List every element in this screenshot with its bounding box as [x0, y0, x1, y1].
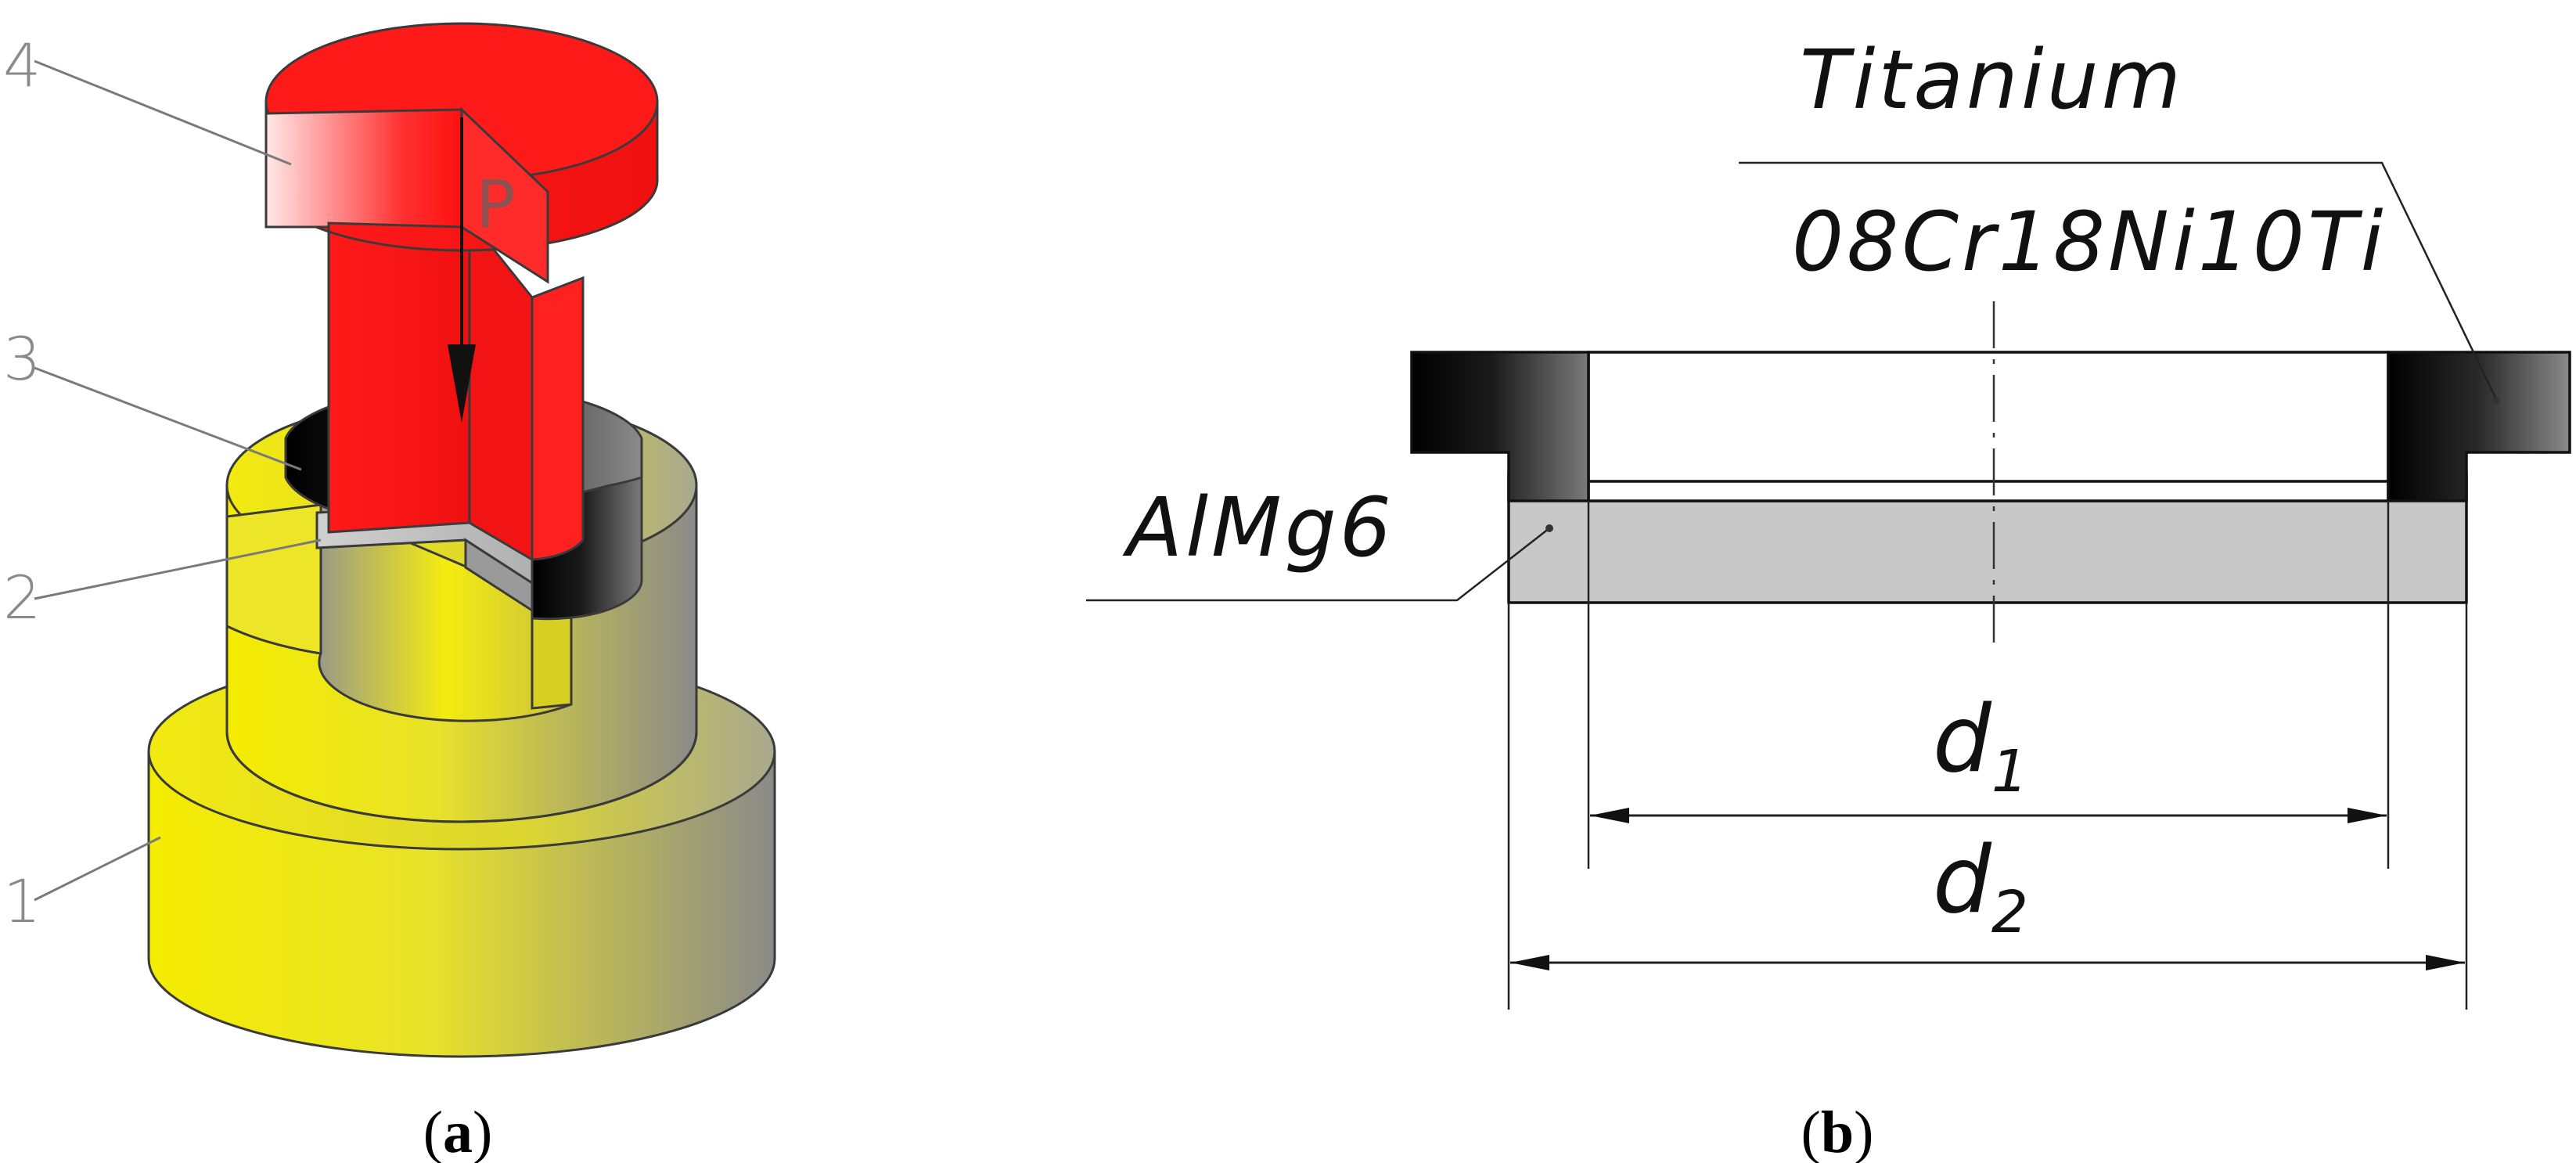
- callout-number-3: 3: [3, 324, 41, 394]
- titanium-ring-right: [2387, 351, 2571, 502]
- callout-3: 3: [3, 324, 302, 471]
- callout-2: 2: [3, 538, 322, 632]
- die-cutaway: [225, 502, 573, 722]
- label-08cr18ni10ti: 08Cr18Ni10Ti: [1792, 194, 2387, 290]
- callout-4: 4: [3, 31, 292, 166]
- dimension-d2: d2: [1510, 826, 2465, 970]
- panel-b-section-drawing: d1 d2 Titanium 08Cr18Ni10Ti AlMg6 (b): [1086, 32, 2571, 1163]
- callout-number-2: 2: [3, 563, 41, 632]
- punch: [264, 22, 659, 562]
- titanium-ring-left: [1410, 351, 1590, 502]
- leader-almg6-dot: [1545, 524, 1553, 532]
- dimension-label-d2: d2: [1933, 826, 2028, 946]
- label-titanium: Titanium: [1800, 32, 2184, 128]
- callout-number-1: 1: [3, 866, 41, 936]
- leader-titanium: [1739, 161, 2498, 400]
- callout-1: 1: [3, 836, 161, 936]
- force-arrow-head: [448, 344, 476, 423]
- label-almg6: AlMg6: [1122, 480, 1394, 575]
- dimension-label-d1: d1: [1933, 685, 2028, 805]
- steel-insert-08cr18ni10ti: [1587, 351, 2390, 502]
- dimension-d1: d1: [1590, 685, 2387, 823]
- force-label: P: [476, 166, 516, 243]
- panel-a-cutaway-illustration: P 4 3 2 1 (a): [3, 22, 776, 1163]
- leader-almg6: [1086, 527, 1550, 602]
- leader-titanium-dot: [2492, 397, 2500, 405]
- caption-b: (b): [1801, 1100, 1874, 1163]
- callout-number-4: 4: [3, 31, 41, 100]
- caption-a: (a): [423, 1100, 493, 1163]
